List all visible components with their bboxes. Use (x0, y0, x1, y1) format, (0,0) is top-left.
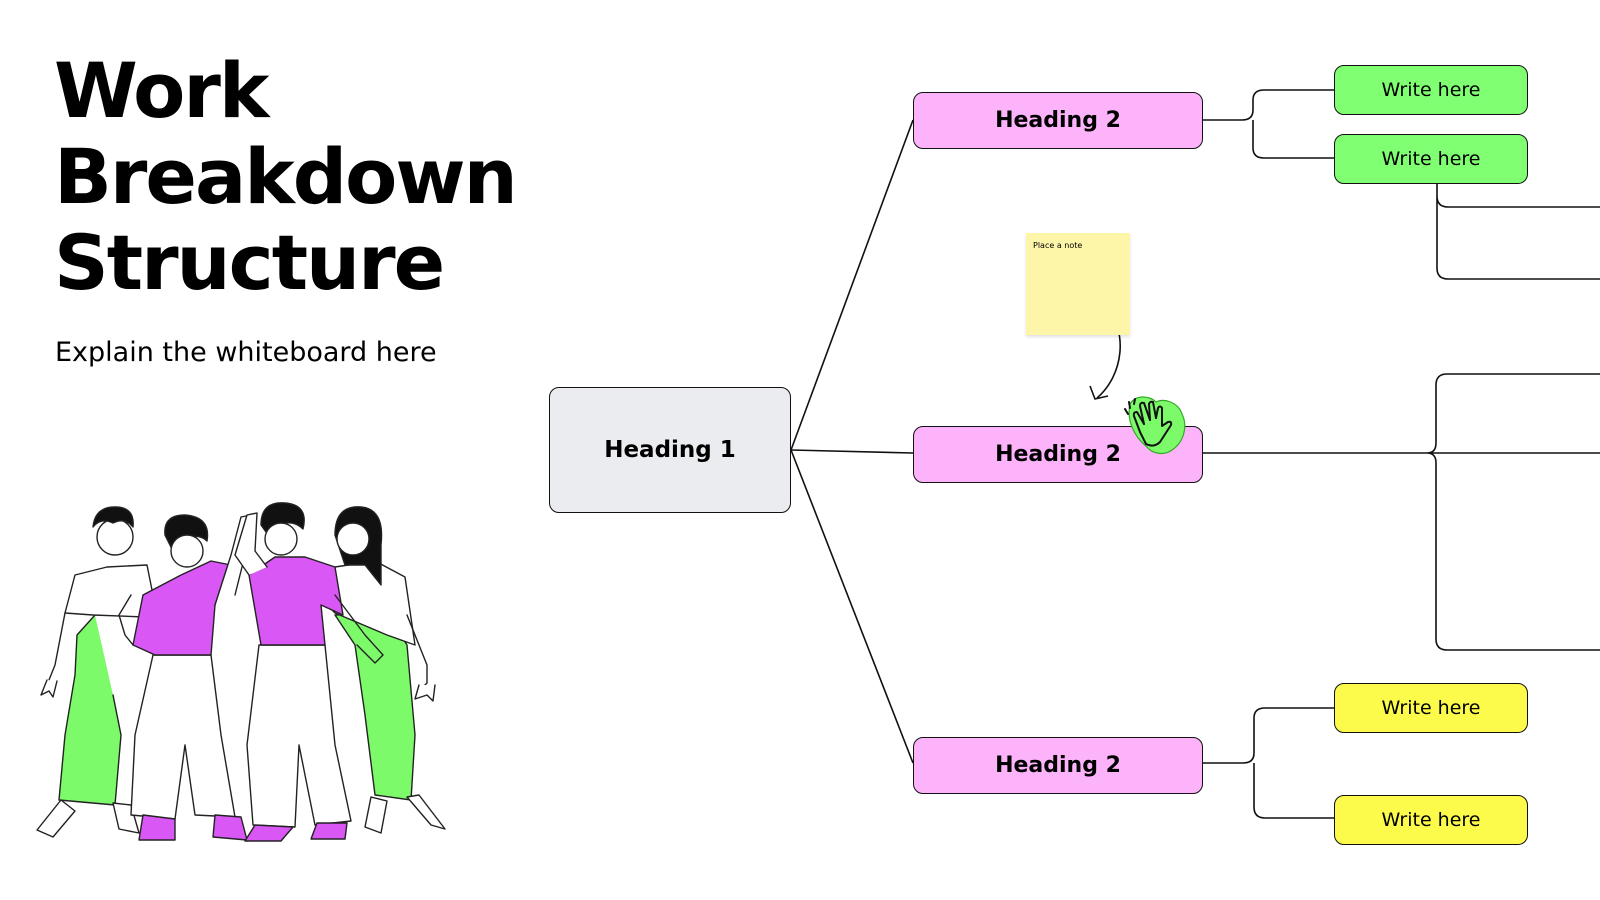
title-line-2: Breakdown (54, 132, 518, 221)
connector-leaf2-offpage (1436, 183, 1600, 280)
heading-2-node-1[interactable]: Heading 2 (913, 92, 1203, 149)
connector-branch2-offpage (1203, 373, 1600, 651)
connector-branch1-leaves (1203, 89, 1334, 159)
write-here-node-green-1[interactable]: Write here (1334, 65, 1528, 115)
title-line-1: Work (54, 46, 269, 135)
connector-root-branch-3 (790, 449, 914, 764)
heading-1-node[interactable]: Heading 1 (549, 387, 791, 513)
team-celebration-illustration (36, 502, 446, 842)
high-five-hands-icon[interactable] (1122, 392, 1192, 462)
heading-2-node-3[interactable]: Heading 2 (913, 737, 1203, 794)
write-here-node-green-2[interactable]: Write here (1334, 134, 1528, 184)
connector-root-branch-2 (790, 449, 914, 454)
connector-root-branch-1 (790, 119, 914, 451)
sticky-note[interactable]: Place a note (1026, 233, 1130, 335)
page-title: Work Breakdown Structure (54, 48, 524, 306)
sticky-note-text: Place a note (1033, 241, 1083, 250)
connector-branch3-leaves (1203, 707, 1334, 819)
page-subtitle: Explain the whiteboard here (55, 337, 437, 368)
write-here-node-yellow-1[interactable]: Write here (1334, 683, 1528, 733)
title-line-3: Structure (54, 218, 445, 307)
write-here-node-yellow-2[interactable]: Write here (1334, 795, 1528, 845)
